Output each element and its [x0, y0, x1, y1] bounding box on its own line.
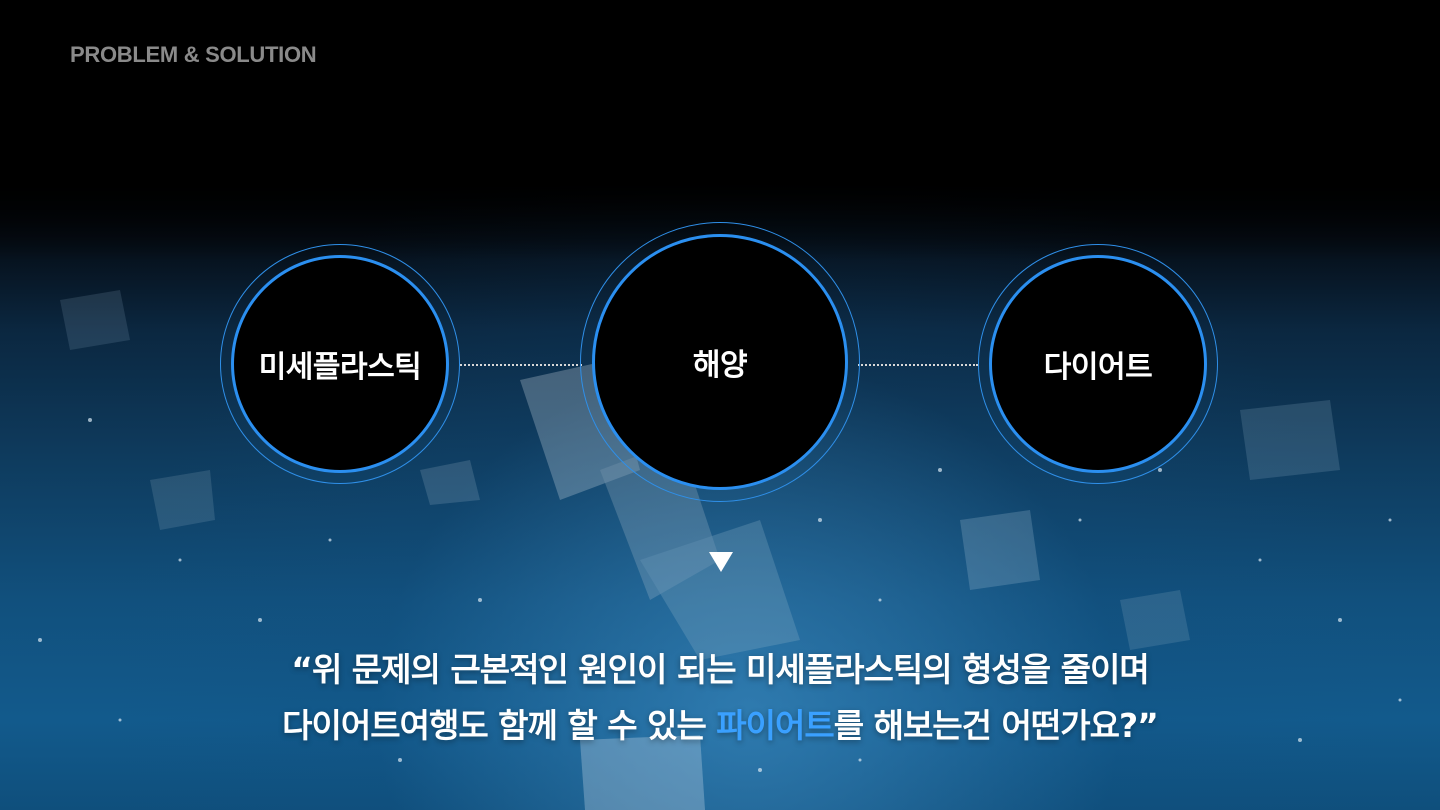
solution-quote: “위 문제의 근본적인 원인이 되는 미세플라스틱의 형성을 줄이며 다이어트여…: [0, 642, 1440, 754]
debris-piece: [960, 510, 1040, 590]
node-outer-ring: [580, 222, 860, 502]
debris-piece: [580, 735, 705, 810]
debris-piece: [640, 520, 800, 660]
top-fade: [0, 0, 1440, 260]
quote-line-1: “위 문제의 근본적인 원인이 되는 미세플라스틱의 형성을 줄이며: [291, 650, 1149, 689]
node-label: 해양: [692, 348, 748, 383]
node-outer-ring: [978, 244, 1218, 484]
node-label: 미세플라스틱: [258, 350, 422, 385]
section-eyebrow: PROBLEM & SOLUTION: [70, 42, 317, 67]
highlight-term: 파이어트: [716, 706, 834, 745]
node-label: 다이어트: [1043, 350, 1153, 385]
debris-piece: [60, 290, 130, 350]
node-ocean: 해양: [580, 222, 860, 502]
node-diet: 다이어트: [978, 244, 1218, 484]
quote-line-2-start: 다이어트여행도 함께 할 수 있는: [282, 706, 717, 745]
node-outer-ring: [220, 244, 460, 484]
connector-left: [460, 364, 582, 366]
triangle-down-icon: [709, 552, 733, 572]
node-inner-circle: 다이어트: [989, 255, 1207, 473]
node-inner-circle: 미세플라스틱: [231, 255, 449, 473]
debris-piece: [420, 460, 480, 505]
debris-piece: [1120, 590, 1190, 650]
connector-right: [858, 364, 978, 366]
debris-piece: [1240, 400, 1340, 480]
node-microplastic: 미세플라스틱: [220, 244, 460, 484]
debris-piece: [150, 470, 215, 530]
quote-line-2-end: 를 해보는건 어떤가요?”: [833, 706, 1159, 745]
node-inner-circle: 해양: [592, 234, 848, 490]
quote-line-2: 다이어트여행도 함께 할 수 있는 파이어트를 해보는건 어떤가요?”: [0, 698, 1440, 754]
